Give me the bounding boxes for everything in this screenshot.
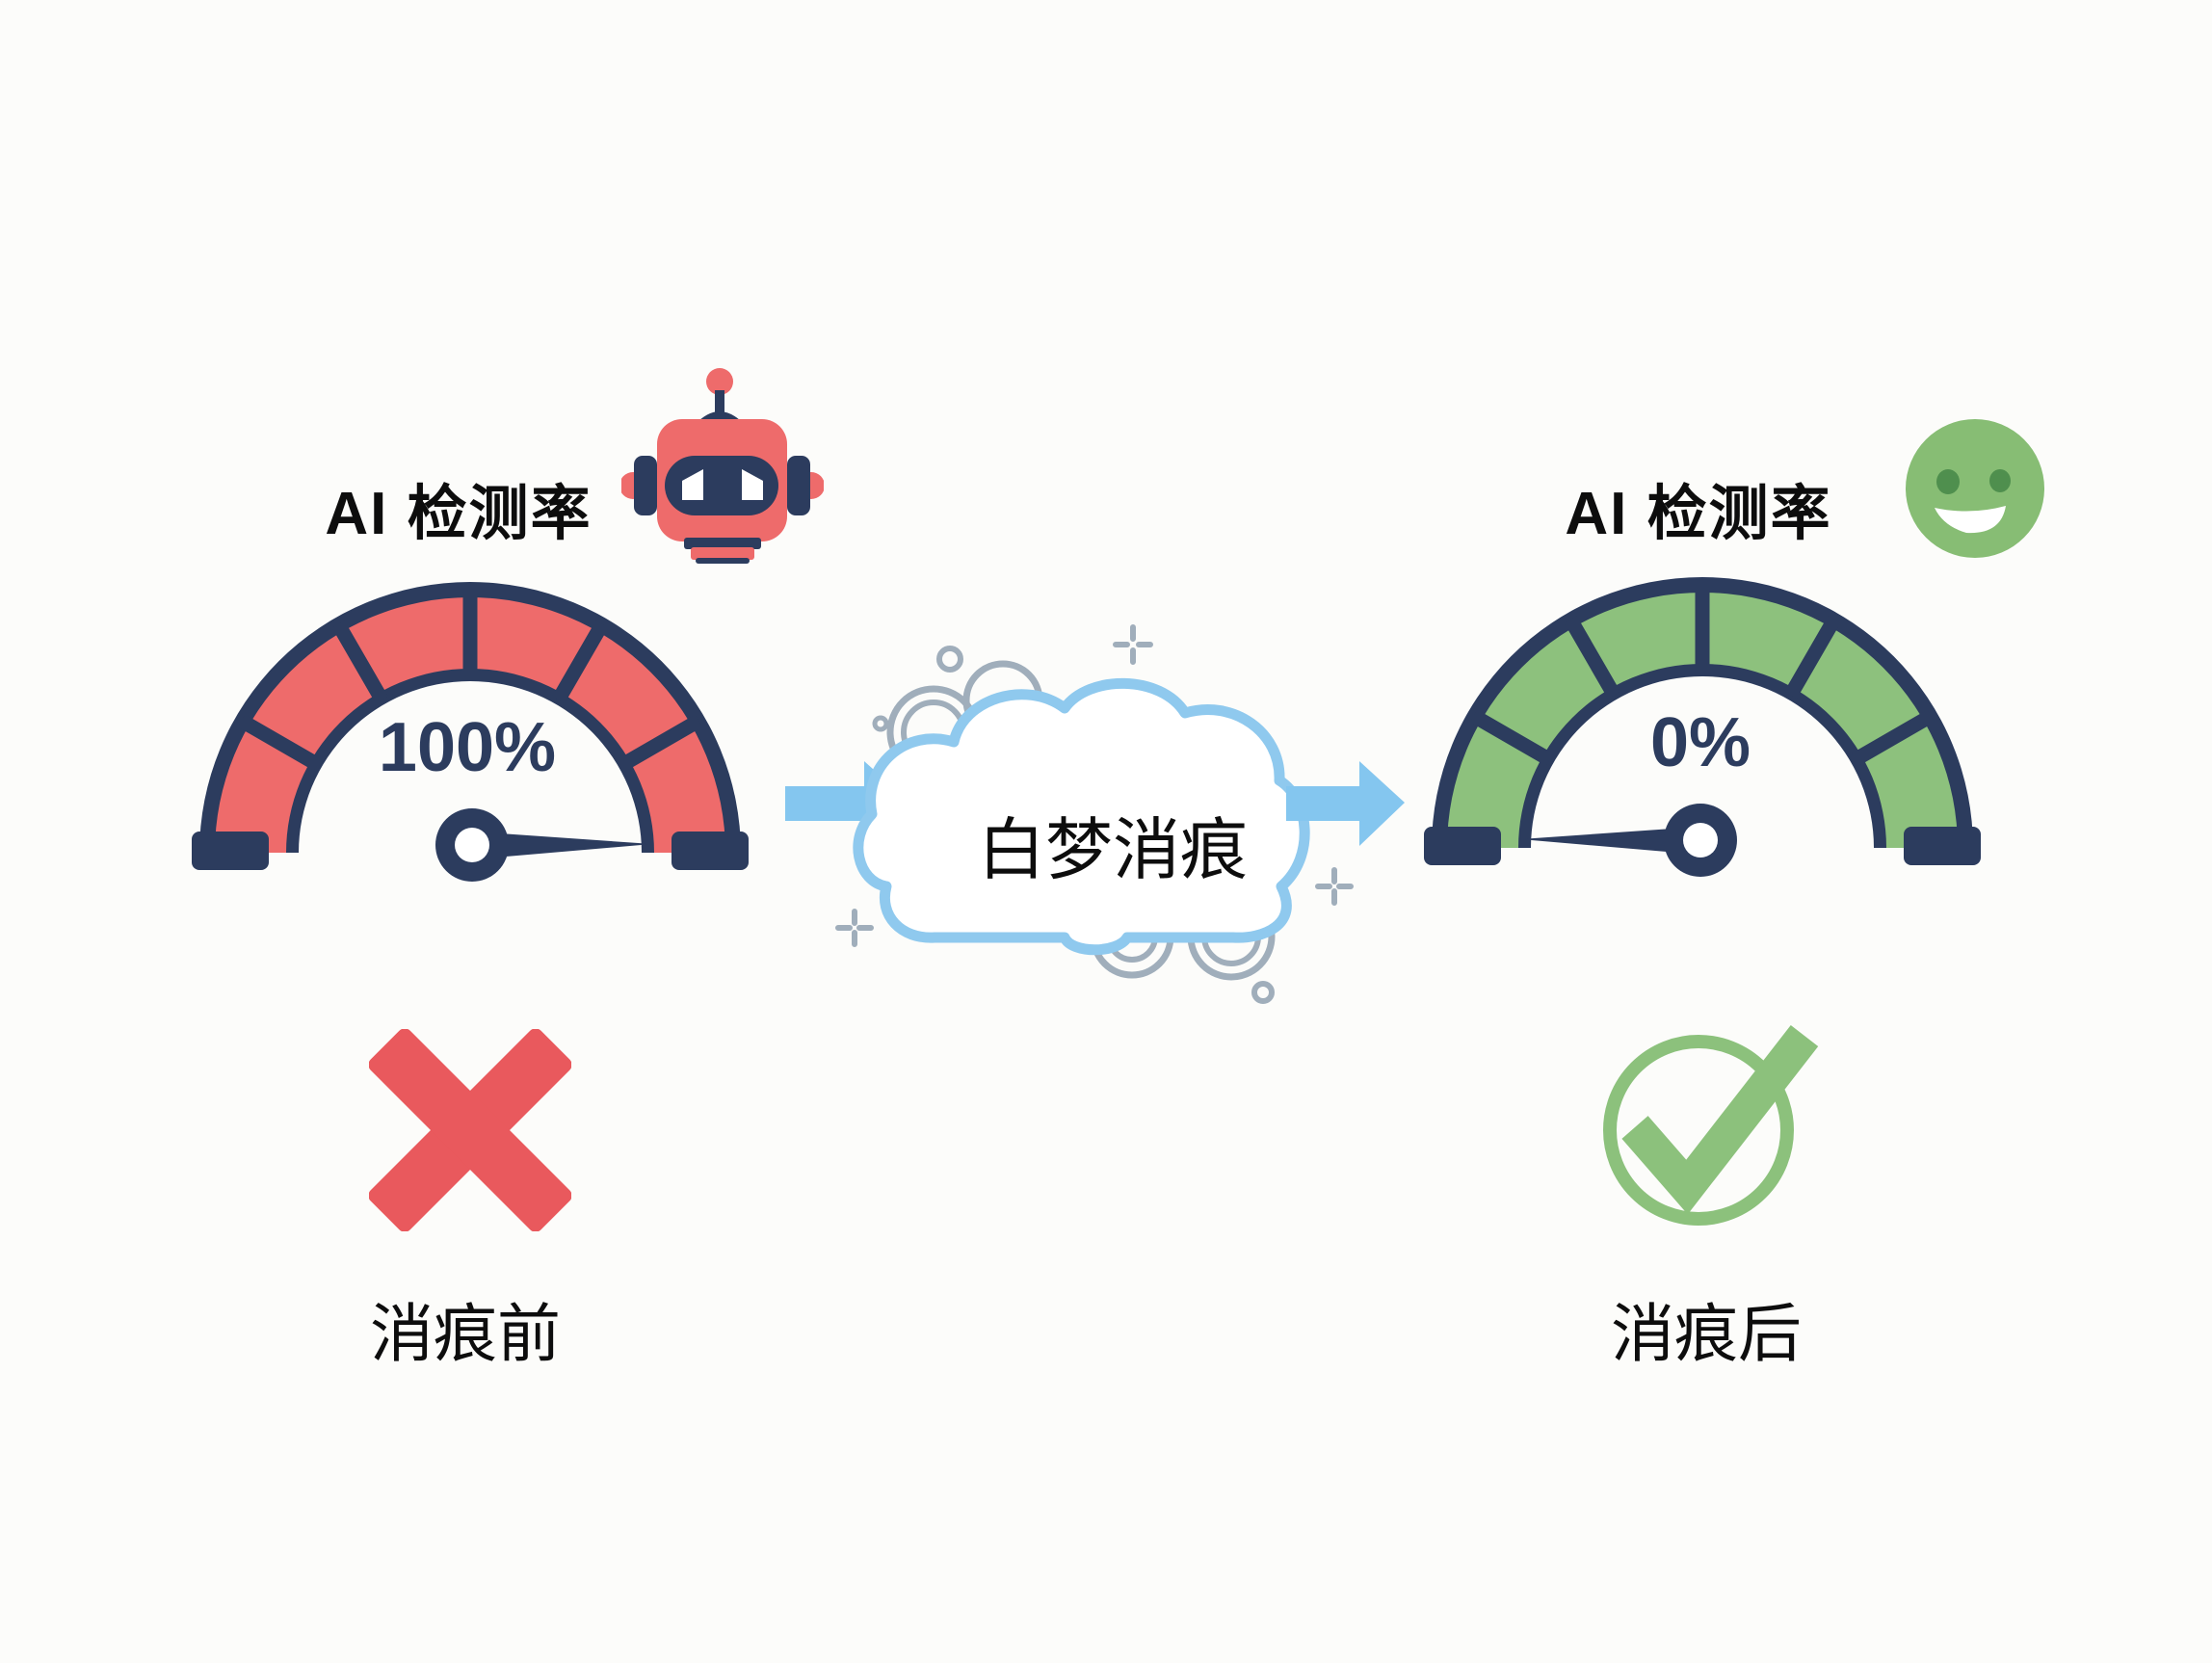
gauge-ticks bbox=[1469, 584, 1936, 766]
gauge-needle bbox=[1520, 827, 1700, 855]
check-circle-icon bbox=[1603, 1024, 1819, 1226]
sparkle-plus-icon bbox=[1315, 867, 1354, 906]
sparkle-plus-icon bbox=[835, 909, 874, 947]
smiley-face-icon bbox=[1906, 419, 2044, 558]
x-mark-icon bbox=[369, 1029, 571, 1231]
gauge-before: 100% bbox=[192, 582, 749, 882]
cloud-outline bbox=[853, 677, 1310, 956]
gauge-band-green bbox=[1447, 593, 1958, 848]
gauge-needle bbox=[472, 832, 652, 859]
sparkle-plus-icon bbox=[1113, 624, 1153, 665]
robot-icon bbox=[621, 368, 824, 564]
gauge-after: 0% bbox=[1424, 577, 1981, 877]
gauge-value-after: 0% bbox=[1650, 704, 1751, 781]
before-title: AI 检测率 bbox=[325, 481, 592, 547]
after-title: AI 检测率 bbox=[1565, 481, 1832, 547]
before-caption: 消痕前 bbox=[370, 1298, 561, 1369]
cloud-graphic bbox=[835, 624, 1354, 1004]
after-caption: 消痕后 bbox=[1611, 1298, 1802, 1369]
gauge-band-red bbox=[215, 597, 725, 853]
gauge-value-before: 100% bbox=[379, 709, 556, 786]
gauge-ticks bbox=[237, 589, 703, 771]
process-label: 白梦消痕 bbox=[978, 812, 1248, 887]
arrow-right-icon bbox=[1286, 761, 1405, 846]
